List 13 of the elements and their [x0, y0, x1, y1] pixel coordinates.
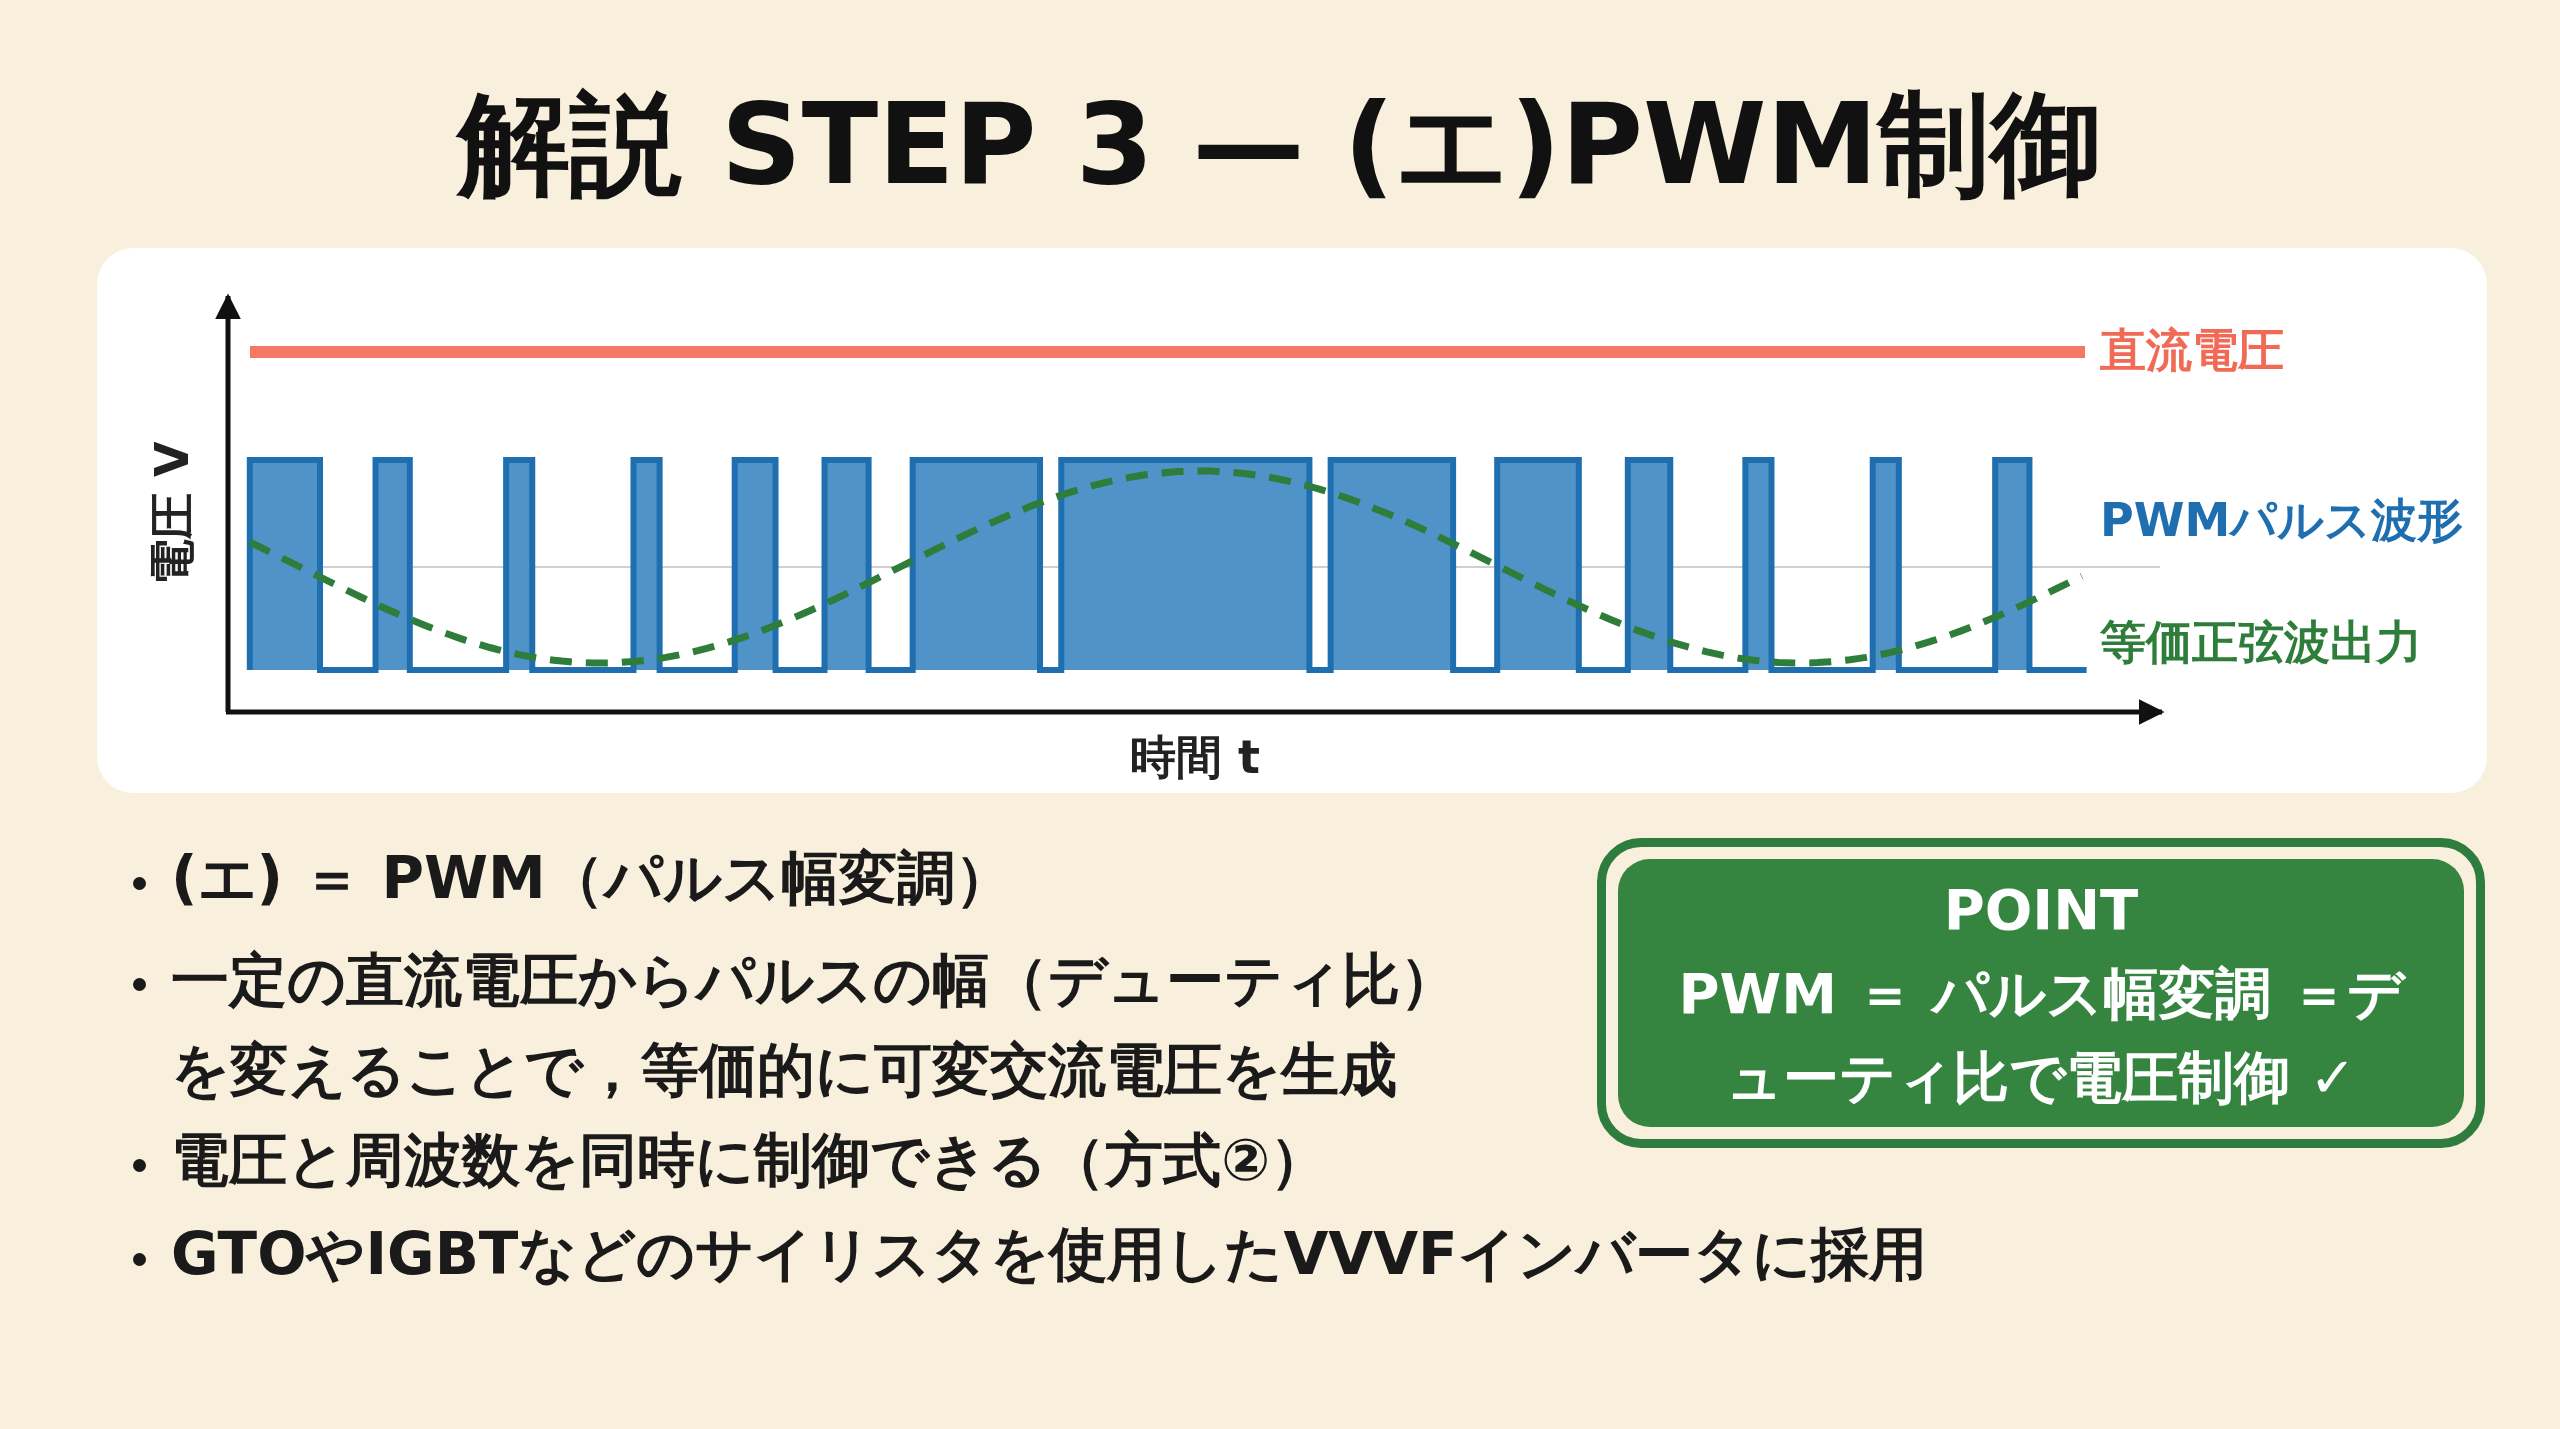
panel-heading: POINT — [1943, 877, 2139, 942]
line-label: PWMパルス波形 — [2100, 492, 2464, 549]
bullet-text: (エ) ＝ PWM（パルス幅変調） — [171, 843, 1013, 914]
title-text: 解説 STEP 3 — (エ)PWM制御 — [0, 70, 2560, 221]
line-label: 直流電圧 — [2100, 322, 2284, 379]
axis-label: 時間 t — [1130, 729, 1260, 786]
line-label: 等価正弦波出力 — [2100, 614, 2422, 671]
bullet-text: 電圧と周波数を同時に制御できる（方式②） — [171, 1125, 1329, 1196]
panel-text: PWM ＝ パルス幅変調 ＝デューティ比で電圧制御 ✓ — [1678, 960, 2404, 1112]
axis-label: 電圧 V — [144, 441, 200, 585]
bullet-text: GTOやIGBTなどのサイリスタを使用したVVVFインバータに採用 — [171, 1219, 1927, 1290]
bullet-text: 一定の直流電圧からパルスの幅（デューティ比）を変えることで，等価的に可変交流電圧を生成 — [171, 945, 1459, 1106]
point-panel — [1597, 838, 2485, 1148]
